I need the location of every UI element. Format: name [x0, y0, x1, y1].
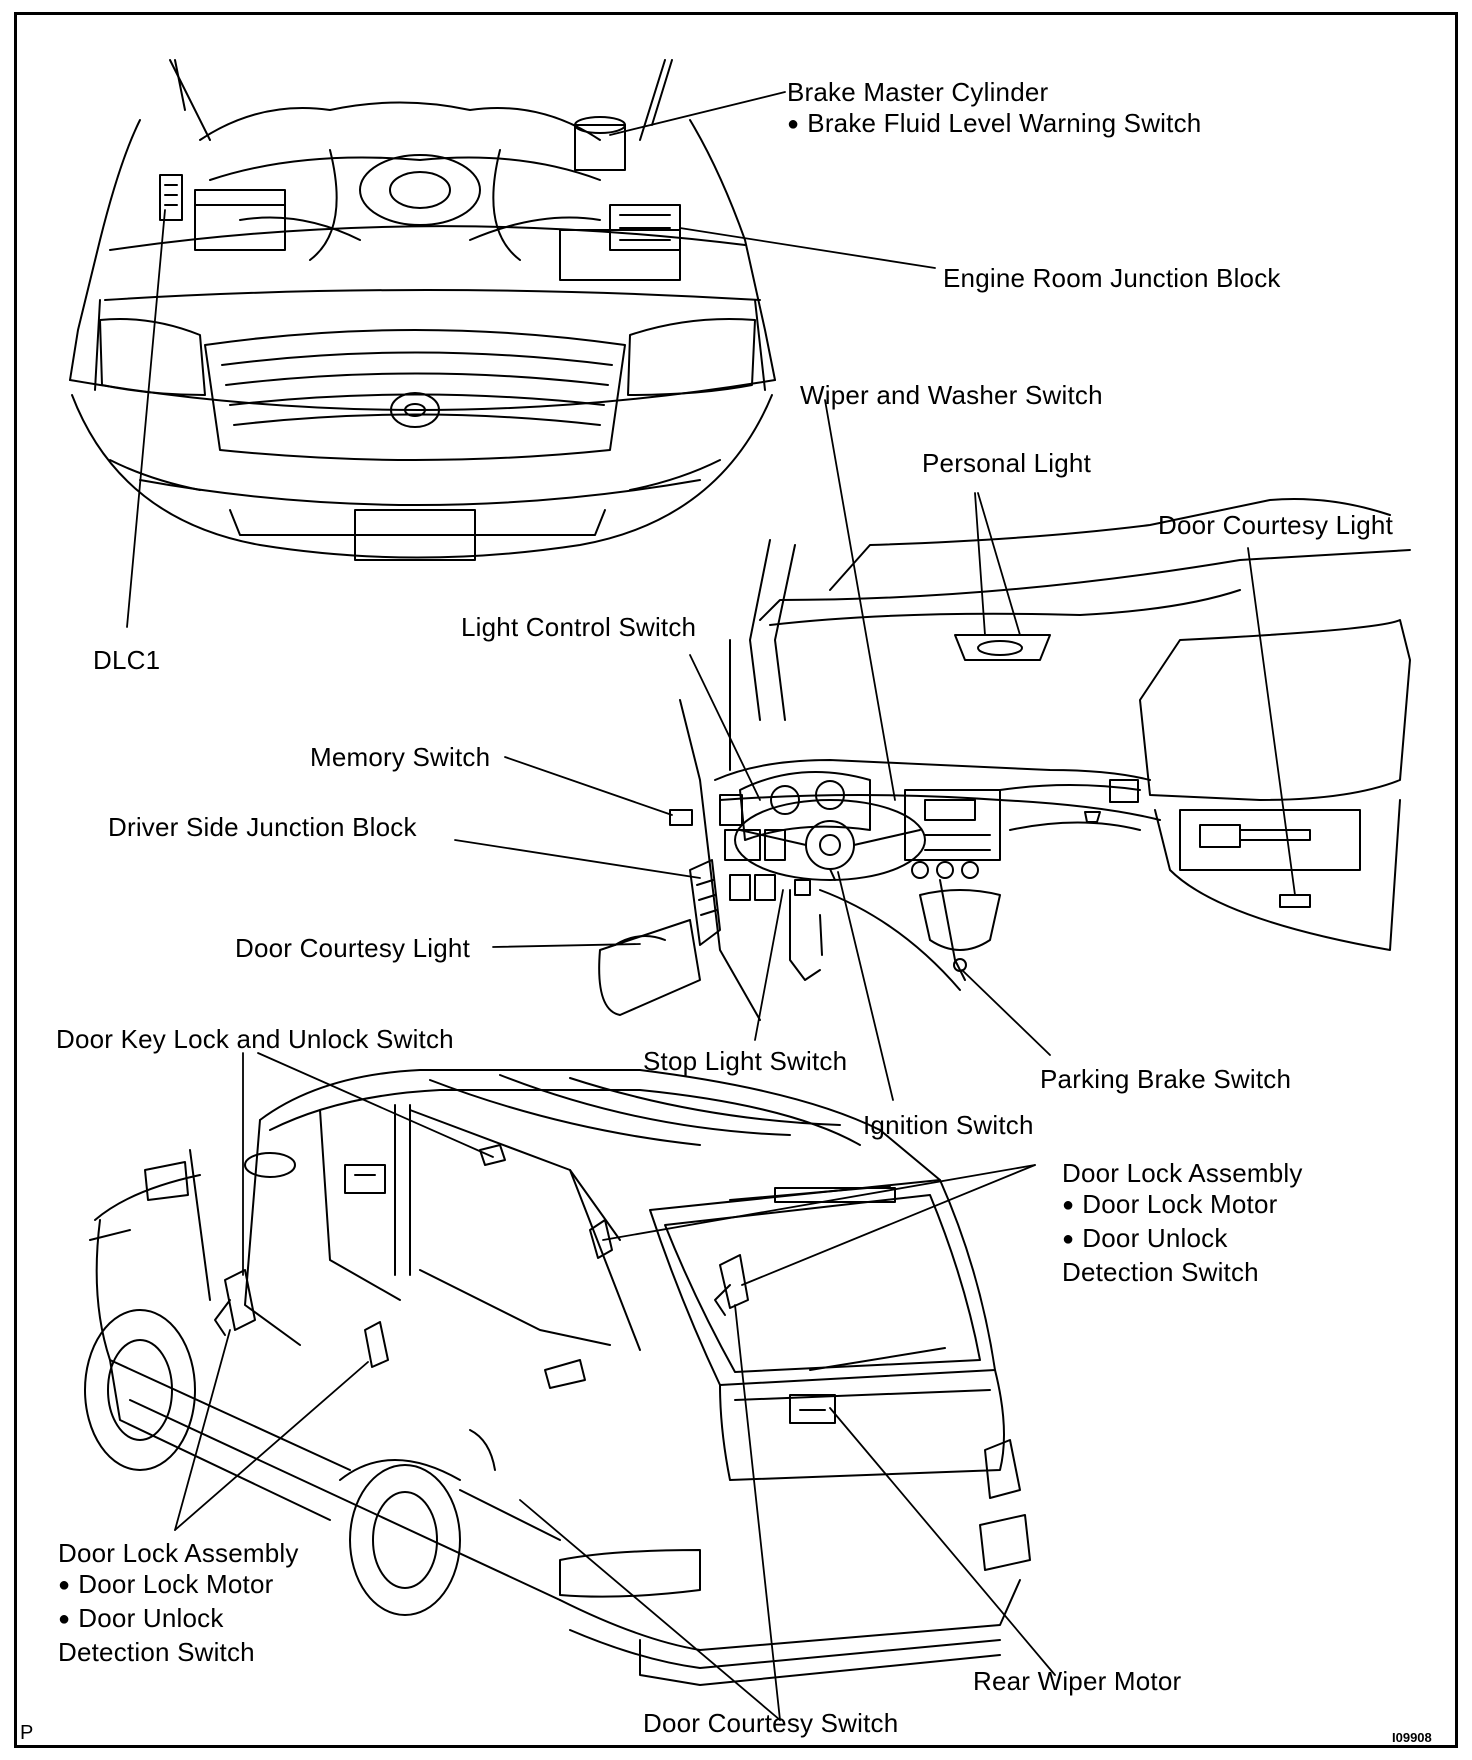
leader-door-courtesy-light-left	[492, 943, 641, 948]
figure-code: I09908	[1392, 1730, 1432, 1745]
label-dlc1: DLC1	[93, 645, 161, 675]
label-driver-side-junction-block: Driver Side Junction Block	[108, 812, 417, 842]
label-light-control-switch: Light Control Switch	[461, 612, 697, 642]
leader-door-lock-left-2	[174, 1361, 369, 1531]
brake-master-cylinder-text: Brake Master Cylinder	[787, 77, 1049, 107]
leader-engine-room-junction-block	[679, 227, 936, 269]
figure-border	[14, 12, 1458, 1748]
label-stop-light-switch: Stop Light Switch	[643, 1046, 848, 1076]
label-brake-master-cylinder: Brake Master Cylinder Brake Fluid Level …	[787, 77, 1201, 142]
label-door-courtesy-switch: Door Courtesy Switch	[643, 1708, 899, 1738]
label-parking-brake-switch: Parking Brake Switch	[1040, 1064, 1292, 1094]
vehicle-body-drawing	[84, 1069, 1031, 1686]
leader-ignition-switch	[837, 871, 894, 1101]
detection-switch-left-text: Detection Switch	[58, 1637, 255, 1667]
label-rear-wiper-motor: Rear Wiper Motor	[973, 1666, 1182, 1696]
label-door-key-lock-switch: Door Key Lock and Unlock Switch	[56, 1024, 454, 1054]
label-engine-room-junction-block: Engine Room Junction Block	[943, 263, 1281, 293]
label-ignition-switch: Ignition Switch	[863, 1110, 1034, 1140]
leader-door-courtesy-switch-1	[734, 1304, 781, 1721]
leader-door-courtesy-light-right	[1247, 547, 1296, 896]
leader-personal-light-1	[974, 492, 986, 636]
label-door-lock-assembly-right: Door Lock Assembly Door Lock Motor Door …	[1062, 1158, 1303, 1288]
leader-parking-brake-switch	[961, 969, 1051, 1056]
leader-wiper-washer-switch	[824, 399, 896, 801]
corner-mark: P	[20, 1722, 34, 1744]
brake-fluid-level-warning-switch-text: Brake Fluid Level Warning Switch	[787, 108, 1201, 142]
label-door-courtesy-light-left: Door Courtesy Light	[235, 933, 471, 963]
label-personal-light: Personal Light	[922, 448, 1092, 478]
leader-door-lock-left-1	[174, 1329, 231, 1531]
interior-dashboard-drawing	[598, 498, 1411, 1021]
label-memory-switch: Memory Switch	[310, 742, 491, 772]
door-unlock-left-text: Door Unlock	[58, 1603, 299, 1637]
door-unlock-right-text: Door Unlock	[1062, 1223, 1303, 1257]
label-door-lock-assembly-left: Door Lock Assembly Door Lock Motor Door …	[58, 1538, 299, 1668]
leader-stop-light-switch	[754, 889, 784, 1041]
leader-brake-master-cylinder	[609, 91, 786, 136]
label-wiper-washer-switch: Wiper and Washer Switch	[800, 380, 1103, 410]
door-lock-motor-left-text: Door Lock Motor	[58, 1569, 299, 1603]
door-lock-assembly-left-title: Door Lock Assembly	[58, 1538, 299, 1568]
leader-door-courtesy-switch-2	[519, 1499, 781, 1721]
label-door-courtesy-light-right: Door Courtesy Light	[1158, 510, 1394, 540]
engine-compartment-drawing	[69, 59, 776, 561]
leader-personal-light-2	[977, 492, 1021, 636]
leader-driver-side-junction-block	[454, 839, 701, 879]
leader-dlc1	[126, 209, 166, 628]
detection-switch-right-text: Detection Switch	[1062, 1257, 1259, 1287]
leader-door-lock-right-2	[602, 1164, 1036, 1241]
leader-light-control-switch	[689, 654, 761, 801]
door-lock-motor-right-text: Door Lock Motor	[1062, 1189, 1303, 1223]
leader-door-lock-right-1	[741, 1164, 1036, 1286]
door-lock-assembly-right-title: Door Lock Assembly	[1062, 1158, 1303, 1188]
leader-lines	[126, 91, 1296, 1721]
leader-door-key-lock-2	[257, 1052, 494, 1158]
leader-memory-switch	[504, 756, 673, 816]
leader-rear-wiper-motor	[829, 1407, 1056, 1676]
